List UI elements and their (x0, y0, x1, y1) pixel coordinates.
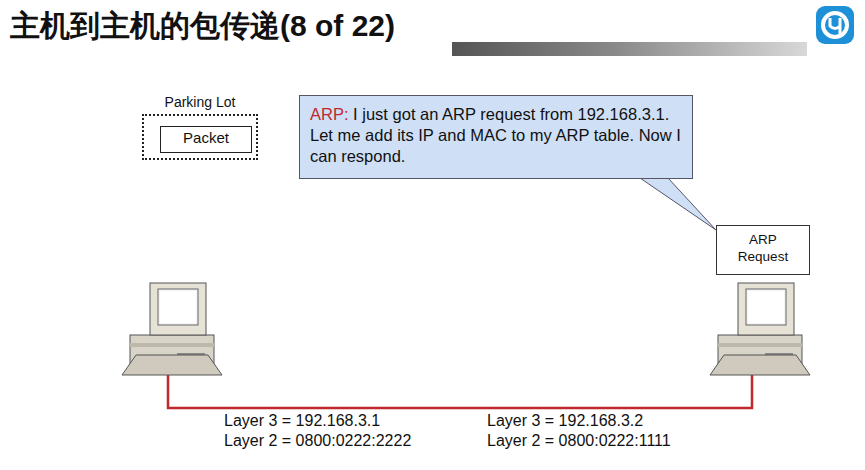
logo (816, 6, 854, 44)
speech-bubble: ARP: I just got an ARP request from 192.… (299, 95, 693, 179)
title-bar (452, 42, 807, 56)
network-wire (168, 372, 752, 408)
address-label: Layer 3 = 192.168.3.1 (224, 412, 380, 430)
callout-body: I just got an ARP request from 192.168.3… (310, 105, 681, 165)
computer-icon (122, 283, 222, 375)
callout-prefix: ARP: (310, 105, 349, 123)
address-label: Layer 2 = 0800:0222:2222 (224, 432, 411, 450)
parking-lot: PacketParking Lot (142, 114, 258, 160)
node-text: Packet (161, 127, 251, 148)
node-text: ARP Request (717, 226, 809, 270)
address-label: Layer 3 = 192.168.3.2 (487, 412, 643, 430)
address-label: Layer 2 = 0800:0222:1111 (487, 432, 671, 450)
request-box: ARP Request (716, 225, 810, 275)
callout-tail (640, 178, 716, 230)
slide-title: 主机到主机的包传递(8 of 22) (10, 6, 395, 47)
node-heading: Parking Lot (124, 94, 276, 110)
bubble-text: ARP: I just got an ARP request from 192.… (300, 96, 692, 175)
packet-box: Packet (160, 126, 252, 153)
computer-icon (710, 283, 810, 375)
